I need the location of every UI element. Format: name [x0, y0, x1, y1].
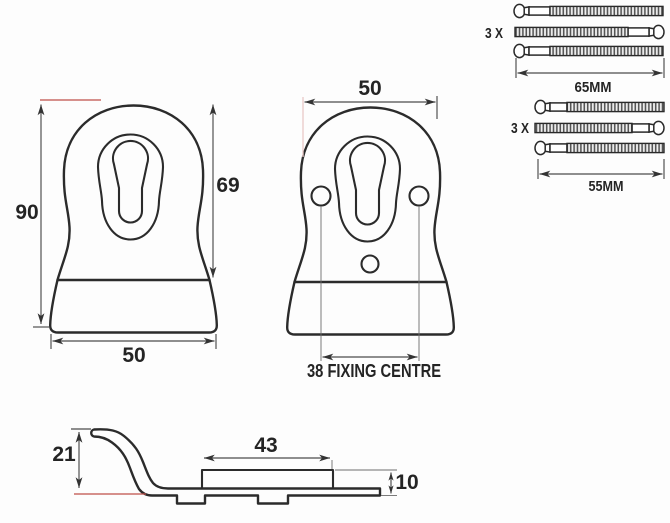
front-view: 90 69 50: [15, 99, 240, 367]
screw-icon: [513, 43, 664, 59]
escutcheon-fixing-outline: [285, 106, 456, 336]
dimension-screw-long-length: 65MM: [515, 58, 665, 96]
dimension-boss-width: 43: [203, 434, 333, 469]
profile-thickness-label: 10: [395, 471, 418, 494]
fixing-hole-left: [310, 185, 332, 207]
profile-height-label: 21: [52, 443, 76, 466]
profile-boss-block: [200, 468, 335, 489]
fixing-view: 50 38 FIXING CENTRE: [285, 77, 456, 381]
screw-icon: [534, 99, 665, 115]
dimension-overall-height: 90: [15, 99, 101, 328]
screws-long-qty-label: 3 X: [485, 25, 503, 42]
front-height-label: 90: [15, 201, 38, 224]
front-width-label: 50: [122, 344, 145, 367]
dimension-fixing-centre: 38 FIXING CENTRE: [307, 206, 441, 381]
fixing-hole-right: [408, 185, 430, 207]
profile-boss-width-label: 43: [254, 434, 277, 457]
dimension-profile-height: 21: [52, 428, 146, 495]
dimension-face-height: 69: [209, 104, 240, 278]
screw-icon: [534, 120, 665, 136]
dimension-fixing-width: 50: [302, 77, 438, 157]
dimension-front-width: 50: [50, 334, 217, 367]
profile-body-outline: [90, 428, 382, 505]
profile-view: 21 43 10: [52, 428, 419, 505]
screw-set-short: 3 X 55MM: [511, 99, 665, 195]
screw-icon: [513, 3, 664, 19]
dimension-screw-short-length: 55MM: [537, 159, 665, 195]
screws-short-qty-label: 3 X: [511, 120, 529, 137]
fixing-width-label: 50: [358, 77, 381, 100]
screws-long-length-label: 65MM: [575, 79, 612, 96]
screw-icon: [534, 140, 665, 156]
front-face-height-label: 69: [216, 174, 239, 197]
screws-short-length-label: 55MM: [589, 178, 624, 195]
screw-icon: [514, 24, 665, 40]
fixing-hole-bottom: [360, 254, 380, 274]
dimension-thickness: 10: [335, 469, 419, 496]
screw-set-long: 3 X 65MM: [485, 3, 665, 96]
fixing-centre-label: 38 FIXING CENTRE: [307, 361, 441, 381]
escutcheon-front-outline: [48, 104, 219, 334]
